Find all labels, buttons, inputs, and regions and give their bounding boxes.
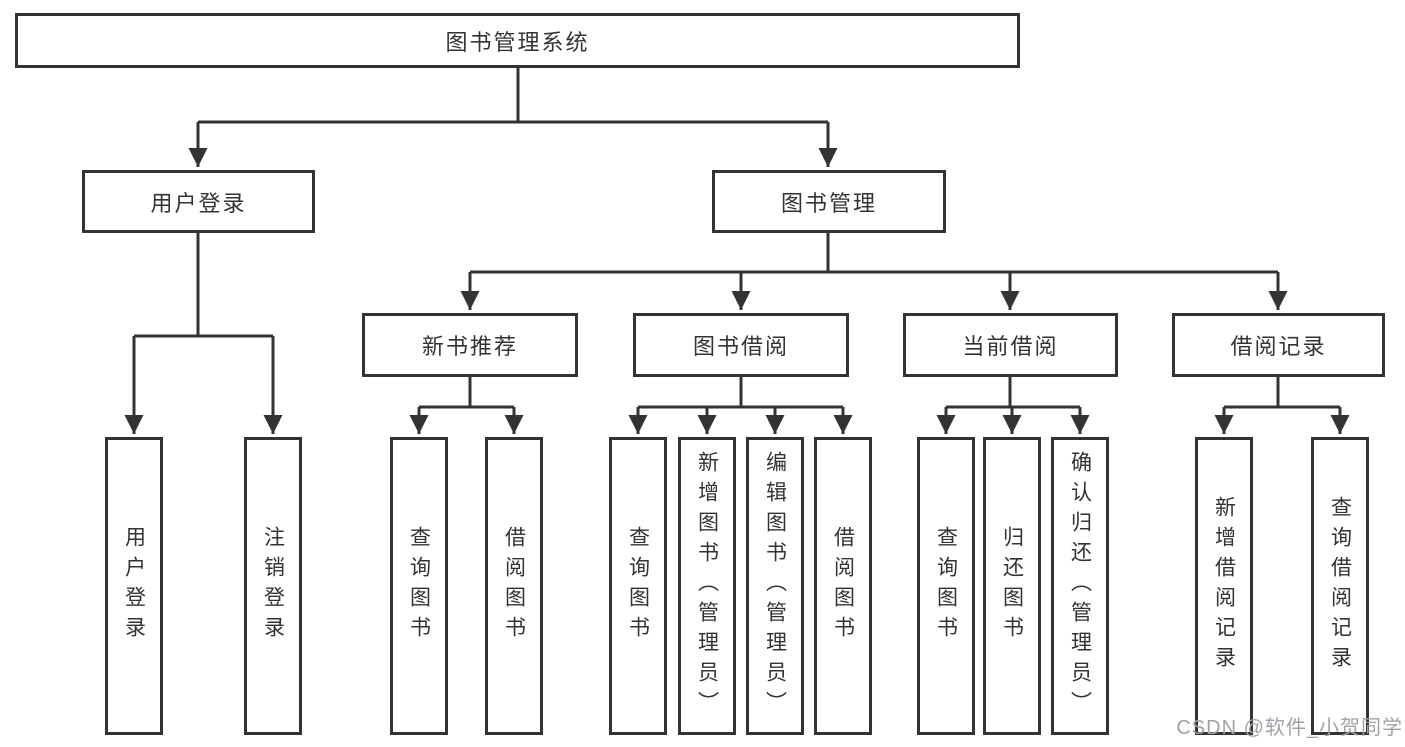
wire-current-borrow [946, 377, 1080, 409]
csdn-watermark: CSDN @软件_小贺同学 [1176, 717, 1403, 739]
wire-book-borrow [638, 377, 843, 409]
leaf-edit-books-admin-label: 编辑图书（管理员） [763, 451, 787, 721]
leaf-query-borrow-record: 查询借阅记录 [1311, 437, 1369, 735]
node-book-management: 图书管理 [712, 170, 946, 233]
node-user-login: 用户登录 [82, 170, 315, 233]
leaf-query-books-3-label: 查询图书 [934, 526, 958, 646]
leaf-add-borrow-record-label: 新增借阅记录 [1212, 496, 1236, 676]
wire-user-login [134, 233, 273, 338]
node-borrow-records-label: 借阅记录 [1230, 334, 1327, 359]
leaf-add-books-admin-label: 新增图书（管理员） [695, 451, 719, 721]
leaf-query-books-2-label: 查询图书 [626, 526, 650, 646]
leaf-logout: 注销登录 [244, 437, 302, 735]
node-current-borrowing: 当前借阅 [903, 313, 1118, 377]
leaf-return-books-label: 归还图书 [1000, 526, 1024, 646]
node-book-management-label: 图书管理 [780, 190, 877, 216]
leaf-add-books-admin: 新增图书（管理员） [678, 437, 736, 735]
leaf-query-books-3: 查询图书 [917, 437, 975, 735]
node-root-system: 图书管理系统 [15, 13, 1020, 68]
node-current-borrowing-label: 当前借阅 [962, 334, 1059, 359]
leaf-confirm-return-admin: 确认归还（管理员） [1051, 437, 1109, 735]
node-new-book-recommend: 新书推荐 [362, 313, 578, 377]
wire-root [198, 68, 828, 124]
leaf-query-books-2: 查询图书 [609, 437, 667, 735]
node-book-borrowing-label: 图书借阅 [692, 334, 789, 359]
node-root-label: 图书管理系统 [445, 29, 590, 55]
leaf-borrow-books-1-label: 借阅图书 [502, 526, 526, 646]
leaf-add-borrow-record: 新增借阅记录 [1195, 437, 1253, 735]
node-user-login-label: 用户登录 [150, 190, 247, 216]
leaf-user-login-label: 用户登录 [122, 526, 146, 646]
leaf-logout-label: 注销登录 [261, 526, 285, 646]
leaf-borrow-books-1: 借阅图书 [485, 437, 543, 735]
leaf-user-login: 用户登录 [105, 437, 163, 735]
leaf-edit-books-admin: 编辑图书（管理员） [746, 437, 804, 735]
leaf-borrow-books-2: 借阅图书 [814, 437, 872, 735]
leaf-confirm-return-admin-label: 确认归还（管理员） [1068, 451, 1092, 721]
leaf-query-books-1-label: 查询图书 [407, 526, 431, 646]
leaf-return-books: 归还图书 [983, 437, 1041, 735]
leaf-borrow-books-2-label: 借阅图书 [831, 526, 855, 646]
wire-new-books [419, 377, 514, 409]
wire-borrow-records [1224, 377, 1340, 409]
node-new-book-recommend-label: 新书推荐 [421, 334, 518, 359]
leaf-query-books-1: 查询图书 [390, 437, 448, 735]
wire-book-mgmt [470, 233, 1278, 274]
leaf-query-borrow-record-label: 查询借阅记录 [1328, 496, 1352, 676]
node-borrow-records: 借阅记录 [1172, 313, 1385, 377]
node-book-borrowing: 图书借阅 [633, 313, 849, 377]
